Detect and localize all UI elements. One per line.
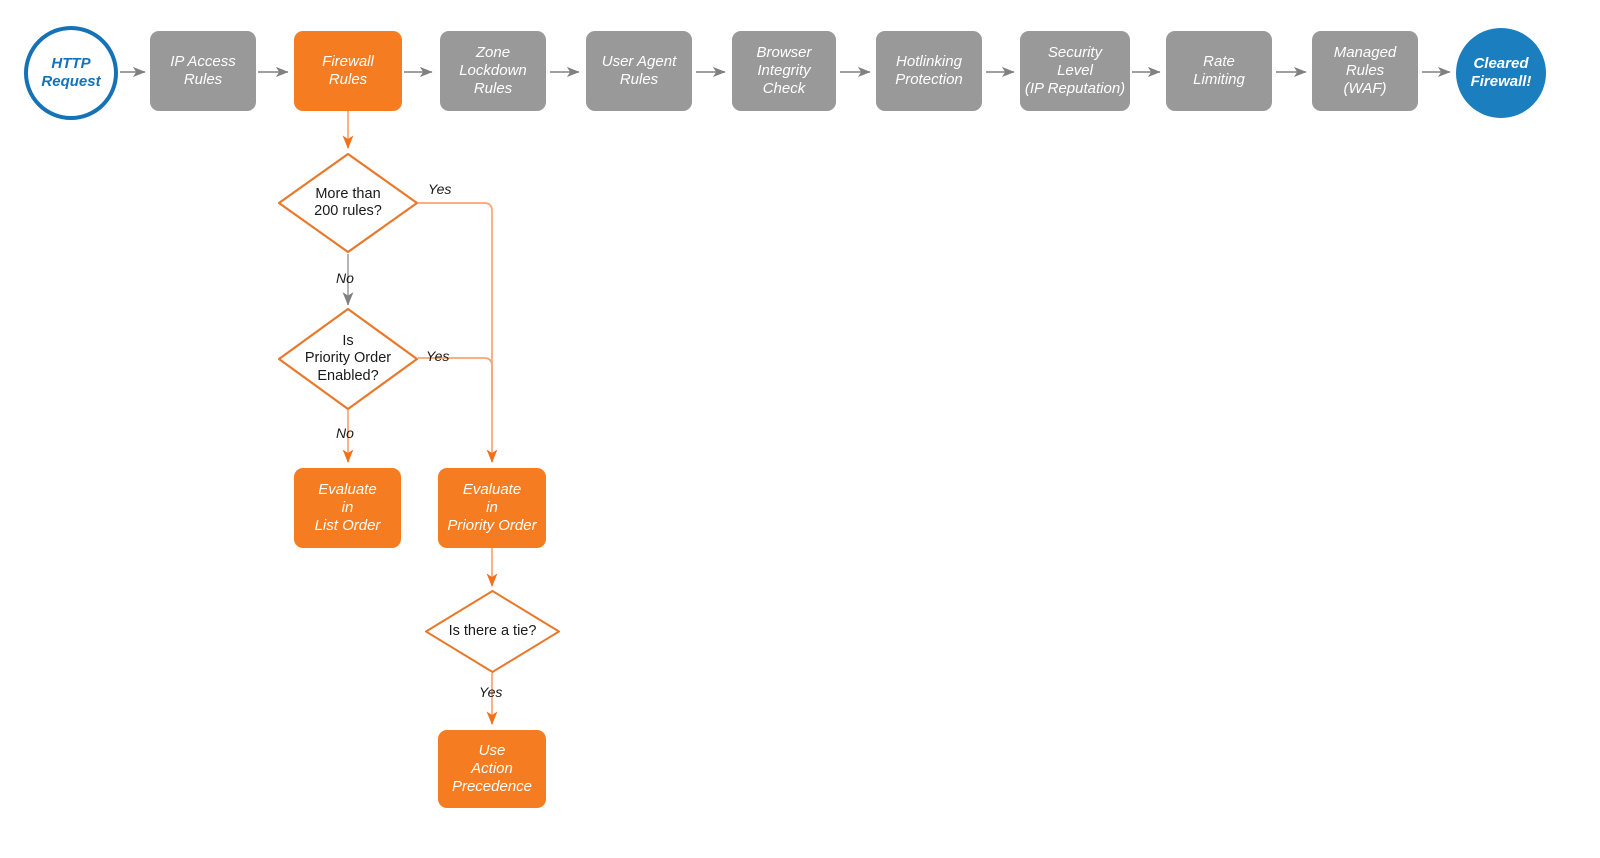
node-user-agent-rules-label: User Agent Rules (601, 53, 677, 88)
node-managed-rules-waf[interactable]: Managed Rules (WAF) (1312, 31, 1418, 111)
node-use-action-precedence[interactable]: Use Action Precedence (438, 730, 546, 808)
node-evaluate-in-list-order-label: Evaluate in List Order (314, 481, 381, 534)
node-hotlinking-protection[interactable]: Hotlinking Protection (876, 31, 982, 111)
node-hotlinking-protection-label: Hotlinking Protection (895, 53, 963, 88)
node-zone-lockdown-rules[interactable]: Zone Lockdown Rules (440, 31, 546, 111)
node-browser-integrity-check[interactable]: Browser Integrity Check (732, 31, 836, 111)
node-rate-limiting[interactable]: Rate Limiting (1166, 31, 1272, 111)
edge-priority-order-yes (418, 357, 493, 400)
node-evaluate-in-list-order[interactable]: Evaluate in List Order (294, 468, 401, 548)
node-http-request-label: HTTP Request (41, 55, 101, 90)
decision-priority-order-enabled[interactable]: Is Priority Order Enabled? (277, 307, 419, 411)
node-cleared-firewall-label: Cleared Firewall! (1470, 55, 1532, 90)
node-browser-integrity-check-label: Browser Integrity Check (756, 44, 812, 97)
node-managed-rules-waf-label: Managed Rules (WAF) (1333, 44, 1397, 97)
decision-is-there-a-tie[interactable]: Is there a tie? (424, 589, 561, 674)
edge-label-tie-yes: Yes (479, 684, 503, 700)
edge-label-more-than-200-no: No (336, 270, 354, 286)
node-ip-access-rules[interactable]: IP Access Rules (150, 31, 256, 111)
node-firewall-rules-label: Firewall Rules (322, 53, 374, 88)
node-http-request[interactable]: HTTP Request (24, 26, 118, 120)
node-firewall-rules[interactable]: Firewall Rules (294, 31, 402, 111)
node-use-action-precedence-label: Use Action Precedence (451, 742, 533, 795)
decision-more-than-200-rules-label: More than 200 rules? (314, 185, 382, 219)
decision-priority-order-enabled-label: Is Priority Order Enabled? (304, 332, 392, 384)
decision-is-there-a-tie-shape (425, 590, 560, 673)
decision-more-than-200-rules[interactable]: More than 200 rules? (277, 152, 419, 254)
edge-label-more-than-200-yes: Yes (428, 181, 452, 197)
edge-label-priority-order-no: No (336, 425, 354, 441)
node-security-level-label: Security Level (IP Reputation) (1024, 44, 1126, 97)
node-security-level[interactable]: Security Level (IP Reputation) (1020, 31, 1130, 111)
decision-is-there-a-tie-label: Is there a tie? (448, 622, 537, 639)
decision-more-than-200-rules-shape (277, 152, 419, 254)
edge-label-priority-order-yes: Yes (426, 348, 450, 364)
node-cleared-firewall[interactable]: Cleared Firewall! (1456, 28, 1546, 118)
edge-more-than-200-yes (418, 202, 498, 464)
node-evaluate-in-priority-order[interactable]: Evaluate in Priority Order (438, 468, 546, 548)
node-rate-limiting-label: Rate Limiting (1193, 53, 1245, 88)
node-user-agent-rules[interactable]: User Agent Rules (586, 31, 692, 111)
node-zone-lockdown-rules-label: Zone Lockdown Rules (459, 44, 527, 97)
node-evaluate-in-priority-order-label: Evaluate in Priority Order (447, 481, 537, 534)
node-ip-access-rules-label: IP Access Rules (170, 53, 236, 88)
decision-priority-order-enabled-shape (277, 307, 419, 411)
